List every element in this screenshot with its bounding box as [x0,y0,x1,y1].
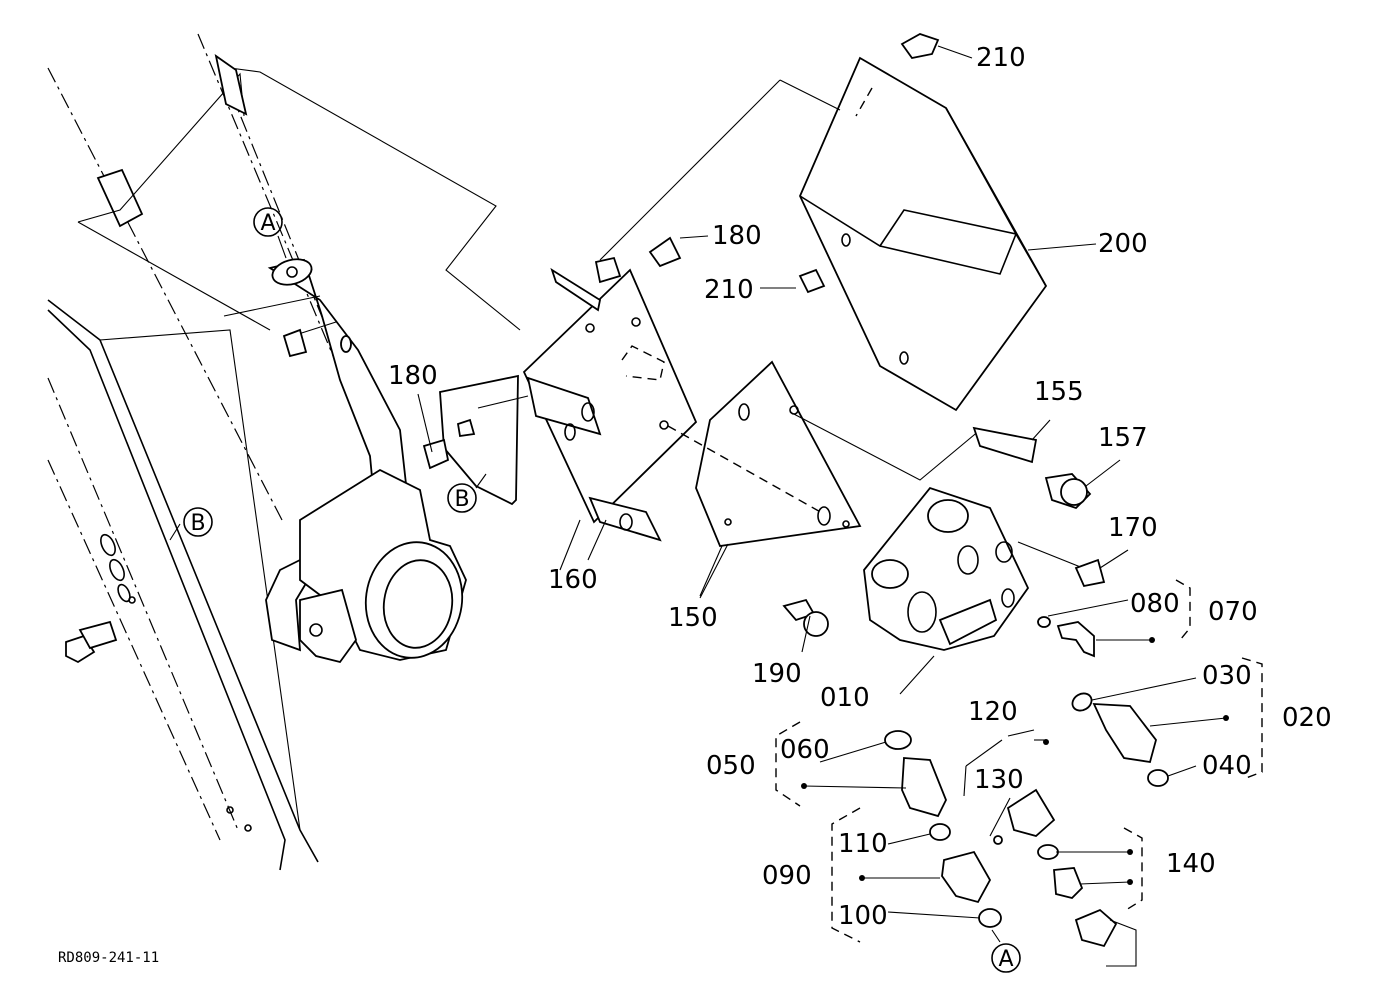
plate-150 [667,360,981,597]
leader-lines [169,45,1227,943]
group-brackets [775,579,1263,943]
label-100: 100 [838,901,888,931]
label-210-mid: 210 [704,275,754,305]
label-030: 030 [1202,661,1252,691]
label-080: 080 [1130,589,1180,619]
label-070: 070 [1208,597,1258,627]
label-150: 150 [668,603,718,633]
label-170: 170 [1108,513,1158,543]
callout-a-bottom: A [998,947,1013,972]
label-190: 190 [752,659,802,689]
label-110: 110 [838,829,888,859]
label-210-top: 210 [976,43,1026,73]
label-180-upper: 180 [712,221,762,251]
label-020: 020 [1282,703,1332,733]
pump-assembly [223,258,467,664]
callout-b-left: B [190,511,205,536]
frame-member [47,299,319,871]
part-labels: 210 200 180 210 180 155 157 170 160 150 … [388,43,1332,931]
callout-a-top: A [260,211,275,236]
label-200: 200 [1098,229,1148,259]
leader-dots [801,637,1229,885]
frame-bolt [65,620,118,664]
label-155: 155 [1034,377,1084,407]
upper-bracket [77,53,521,331]
bracket-160 [439,256,698,571]
label-130: 130 [974,765,1024,795]
label-010: 010 [820,683,870,713]
label-040: 040 [1202,751,1252,781]
label-090: 090 [762,861,812,891]
label-060: 060 [780,735,830,765]
label-140: 140 [1166,849,1216,879]
hydraulic-fittings [884,616,1169,967]
frame-centerlines [47,33,381,841]
label-180-left: 180 [388,361,438,391]
drawing-code: RD809-241-11 [58,950,159,966]
small-hardware [422,33,1092,637]
label-120: 120 [968,697,1018,727]
valve-block-010 [863,486,1106,651]
label-160: 160 [548,565,598,595]
label-157: 157 [1098,423,1148,453]
cover-200 [599,56,1048,412]
callout-b-mid: B [454,487,469,512]
callouts: A A B B [183,207,1021,973]
label-050: 050 [706,751,756,781]
